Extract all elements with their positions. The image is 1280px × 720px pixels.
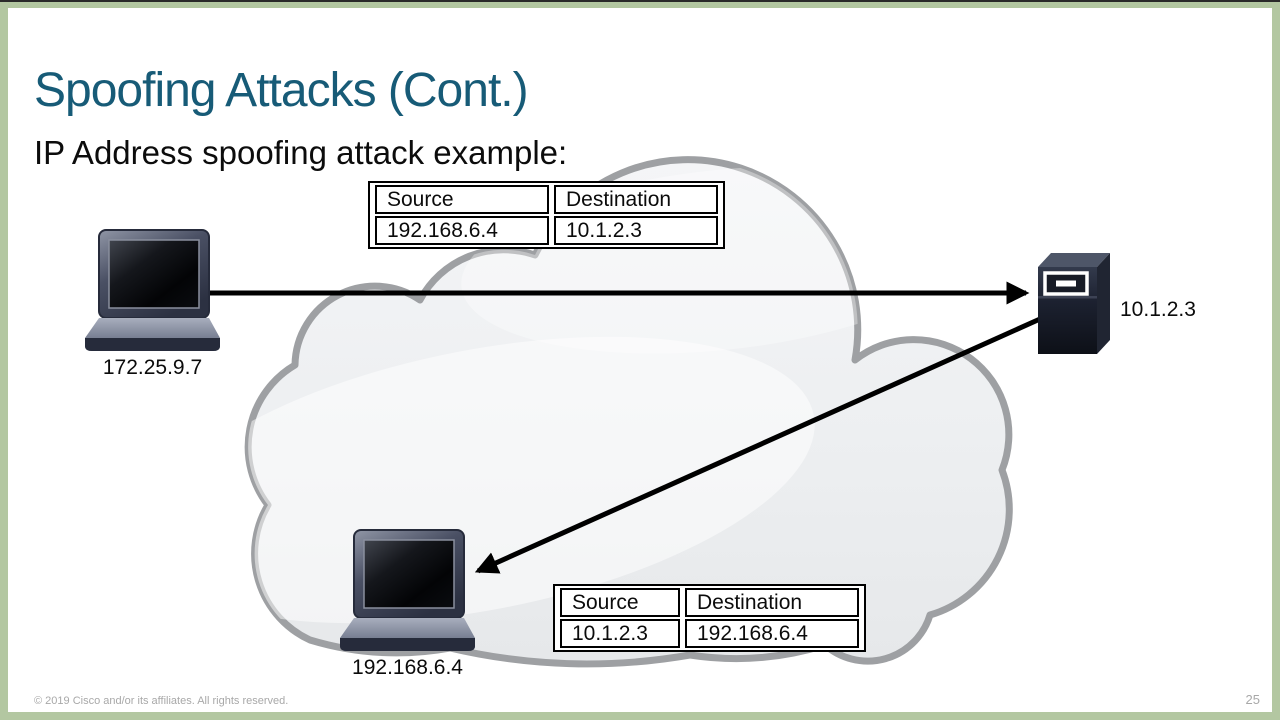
col-header-destination: Destination (685, 588, 859, 617)
table-row: Source Destination (560, 588, 859, 617)
page-number: 25 (1245, 692, 1260, 707)
table-row: 192.168.6.4 10.1.2.3 (375, 216, 718, 245)
victim-laptop-label: 192.168.6.4 (352, 656, 463, 679)
target-server-label: 10.1.2.3 (1120, 298, 1196, 321)
spoofed-packet-table: Source Destination 192.168.6.4 10.1.2.3 (368, 181, 725, 249)
slide-title: Spoofing Attacks (Cont.) (34, 64, 529, 117)
source-ip-cell: 10.1.2.3 (560, 619, 680, 648)
destination-ip-cell: 10.1.2.3 (554, 216, 718, 245)
reply-packet-table: Source Destination 10.1.2.3 192.168.6.4 (553, 584, 866, 652)
col-header-source: Source (560, 588, 680, 617)
attacker-laptop-icon (84, 229, 221, 352)
reply-arrow (474, 316, 1042, 574)
copyright-footer: © 2019 Cisco and/or its affiliates. All … (34, 695, 289, 707)
victim-laptop-icon (339, 529, 476, 652)
source-ip-cell: 192.168.6.4 (375, 216, 549, 245)
col-header-source: Source (375, 185, 549, 214)
top-edge-line (0, 0, 1280, 2)
table-row: 10.1.2.3 192.168.6.4 (560, 619, 859, 648)
server-icon (1038, 253, 1110, 354)
table-row: Source Destination (375, 185, 718, 214)
attacker-laptop-label: 172.25.9.7 (102, 356, 203, 379)
destination-ip-cell: 192.168.6.4 (685, 619, 859, 648)
slide-subtitle: IP Address spoofing attack example: (34, 134, 568, 171)
col-header-destination: Destination (554, 185, 718, 214)
